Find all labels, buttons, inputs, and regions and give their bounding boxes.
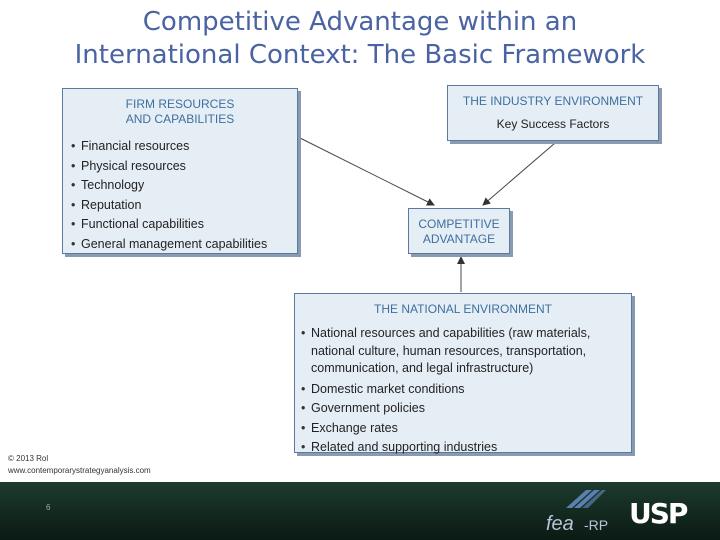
- competitive-advantage-box: COMPETITIVE ADVANTAGE: [408, 208, 510, 254]
- list-item: Exchange rates: [301, 419, 631, 439]
- title-line-2: International Context: The Basic Framewo…: [74, 40, 646, 70]
- firm-resources-box: FIRM RESOURCES AND CAPABILITIES Financia…: [62, 88, 298, 254]
- list-item: Functional capabilities: [71, 215, 297, 235]
- key-success-factors-label: Key Success Factors: [496, 117, 610, 131]
- national-environment-title: THE NATIONAL ENVIRONMENT: [373, 302, 552, 316]
- firm-title-line-1: FIRM RESOURCES: [125, 97, 235, 111]
- copyright-url: www.contemporarystrategyanalysis.com: [8, 466, 151, 475]
- industry-environment-title: THE INDUSTRY ENVIRONMENT: [462, 94, 644, 108]
- firm-title-line-2: AND CAPABILITIES: [125, 112, 235, 126]
- svg-text:USP: USP: [629, 497, 688, 529]
- list-item: Financial resources: [71, 137, 297, 157]
- list-item: Government policies: [301, 399, 631, 419]
- usp-logo: USP: [629, 497, 690, 529]
- competitive-line-1: COMPETITIVE: [418, 217, 500, 231]
- list-item: Related and supporting industries: [301, 438, 631, 458]
- competitive-line-2: ADVANTAGE: [422, 232, 496, 246]
- list-item: Physical resources: [71, 157, 297, 177]
- page-number: 6: [46, 503, 51, 512]
- competitive-advantage-title: COMPETITIVE ADVANTAGE: [409, 217, 509, 247]
- national-environment-list: National resources and capabilities (raw…: [301, 325, 631, 458]
- footer-bar: [0, 482, 720, 540]
- copyright-notice: © 2013 Rol www.contemporarystrategyanaly…: [8, 453, 151, 477]
- firm-resources-list: Financial resources Physical resources T…: [71, 137, 297, 254]
- slide-title: Competitive Advantage within an Internat…: [0, 6, 720, 72]
- national-environment-box: THE NATIONAL ENVIRONMENT National resour…: [294, 293, 632, 457]
- svg-text:-RP: -RP: [584, 517, 608, 533]
- list-item: Domestic market conditions: [301, 380, 631, 400]
- arrow-industry-to-advantage: [482, 142, 556, 206]
- copyright-line-1: © 2013 Rol: [8, 454, 49, 463]
- arrow-firm-to-advantage: [299, 137, 435, 206]
- list-item: National resources and capabilities (raw…: [301, 325, 631, 380]
- title-line-1: Competitive Advantage within an: [142, 7, 578, 37]
- list-item: Reputation: [71, 196, 297, 216]
- list-item: General management capabilities: [71, 235, 297, 255]
- svg-text:fea: fea: [546, 513, 574, 535]
- firm-resources-title: FIRM RESOURCES AND CAPABILITIES: [63, 97, 297, 127]
- industry-environment-box: THE INDUSTRY ENVIRONMENT Key Success Fac…: [447, 85, 659, 141]
- list-item: Technology: [71, 176, 297, 196]
- fea-rp-logo: fea -RP: [546, 490, 608, 535]
